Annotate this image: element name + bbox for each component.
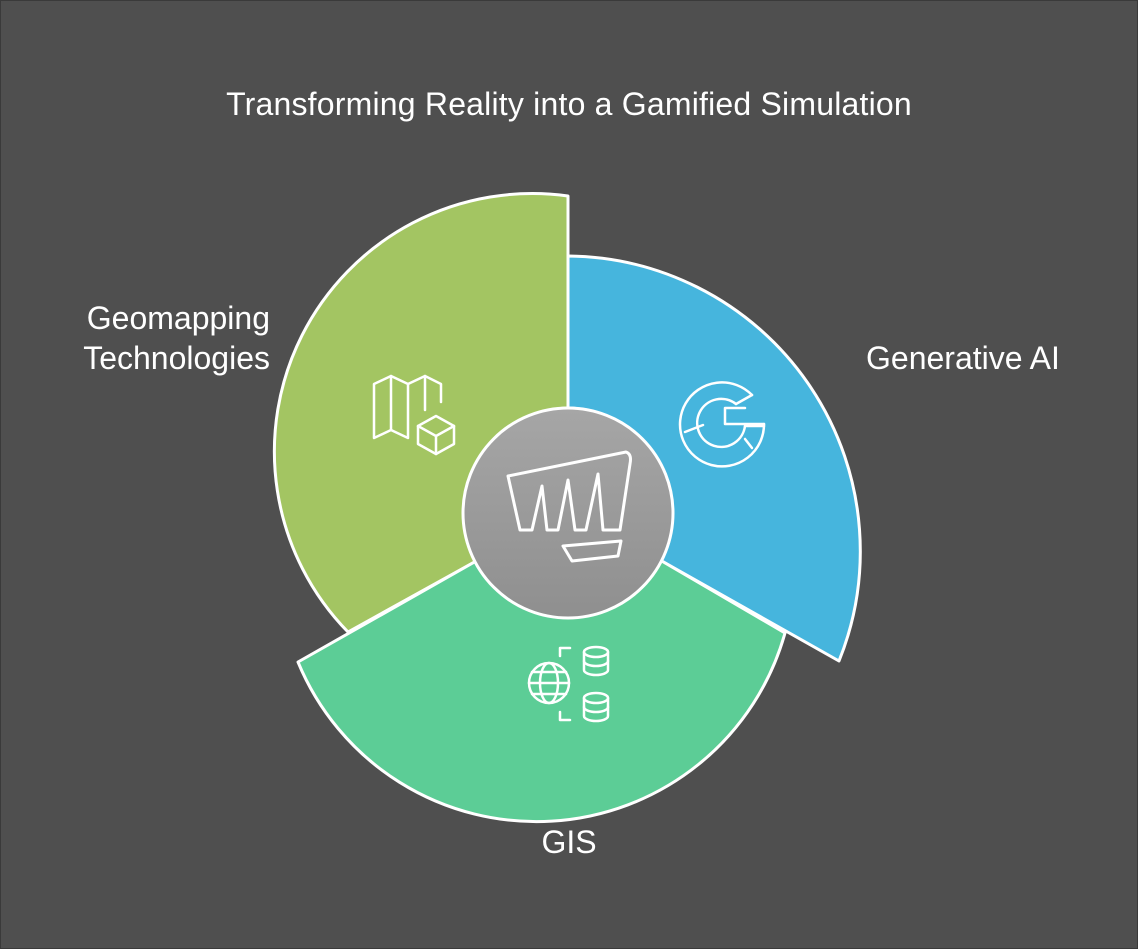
globe-database-icon (527, 645, 610, 723)
label-geomapping: Geomapping Technologies (40, 298, 270, 378)
label-gis: GIS (541, 824, 597, 860)
diagram-title: Transforming Reality into a Gamified Sim… (226, 86, 912, 122)
fist-icon (506, 450, 632, 563)
google-g-icon (678, 381, 766, 468)
map-box-icon (372, 374, 456, 456)
label-geomapping-line2: Technologies (83, 340, 270, 376)
label-geomapping-line1: Geomapping (86, 300, 270, 336)
center-hub (461, 406, 675, 620)
label-generative-ai: Generative AI (866, 340, 1060, 376)
